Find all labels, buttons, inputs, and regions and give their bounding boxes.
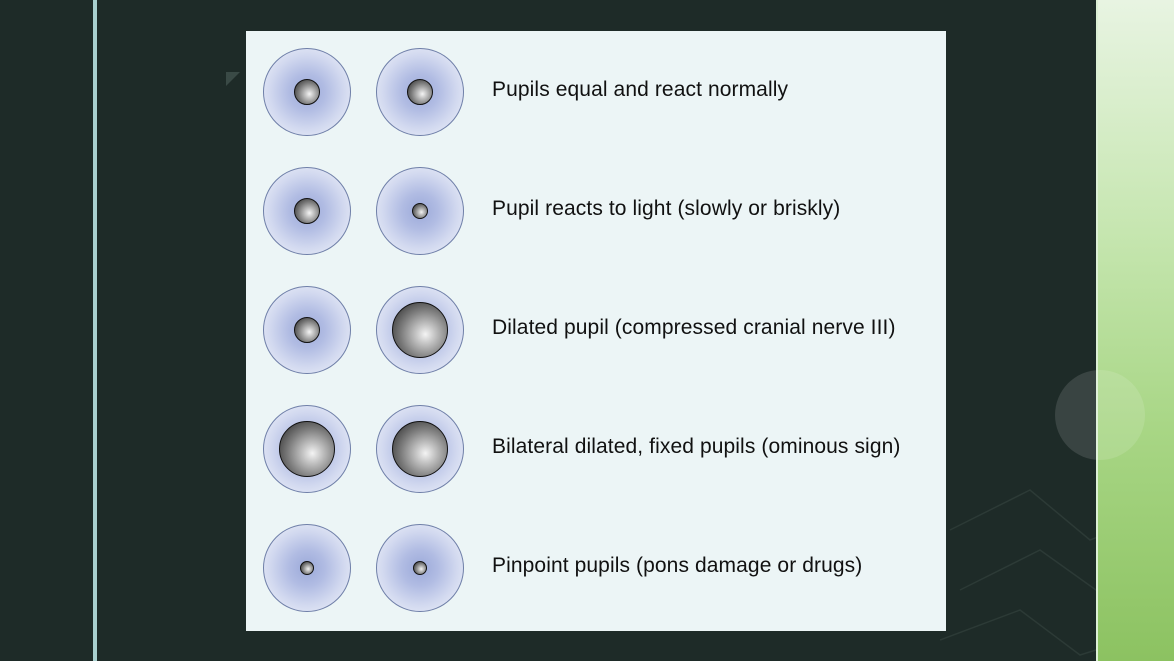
left-pupil [300,561,314,575]
row-label: Pinpoint pupils (pons damage or drugs) [492,554,863,577]
left-eye [263,524,351,612]
right-eye [376,405,464,493]
left-eye [263,167,351,255]
left-pupil [294,317,320,343]
pupil-row-pinpoint: Pinpoint pupils (pons damage or drugs) [246,518,946,618]
side-panel-decoration [1055,370,1145,460]
right-pupil [413,561,427,575]
right-eye [376,48,464,136]
right-eye [376,286,464,374]
left-pupil [294,198,320,224]
pupil-row-dilated: Dilated pupil (compressed cranial nerve … [246,280,946,380]
side-panel [1096,0,1174,661]
left-accent-rule [93,0,97,661]
row-label: Pupil reacts to light (slowly or briskly… [492,197,841,220]
right-pupil [392,302,448,358]
right-pupil [392,421,448,477]
left-eye [263,405,351,493]
left-pupil [294,79,320,105]
left-eye [263,286,351,374]
right-pupil [407,79,433,105]
corner-decoration [226,72,240,86]
right-pupil [412,203,428,219]
pupil-row-equal: Pupils equal and react normally [246,42,946,142]
row-label: Dilated pupil (compressed cranial nerve … [492,316,896,339]
right-eye [376,524,464,612]
pupil-row-reacts: Pupil reacts to light (slowly or briskly… [246,161,946,261]
left-eye [263,48,351,136]
right-eye [376,167,464,255]
row-label: Pupils equal and react normally [492,78,789,101]
row-label: Bilateral dilated, fixed pupils (ominous… [492,435,901,458]
pupil-row-bilateral-dilated: Bilateral dilated, fixed pupils (ominous… [246,399,946,499]
pupil-diagram: Pupils equal and react normally Pupil re… [246,31,946,631]
left-pupil [279,421,335,477]
